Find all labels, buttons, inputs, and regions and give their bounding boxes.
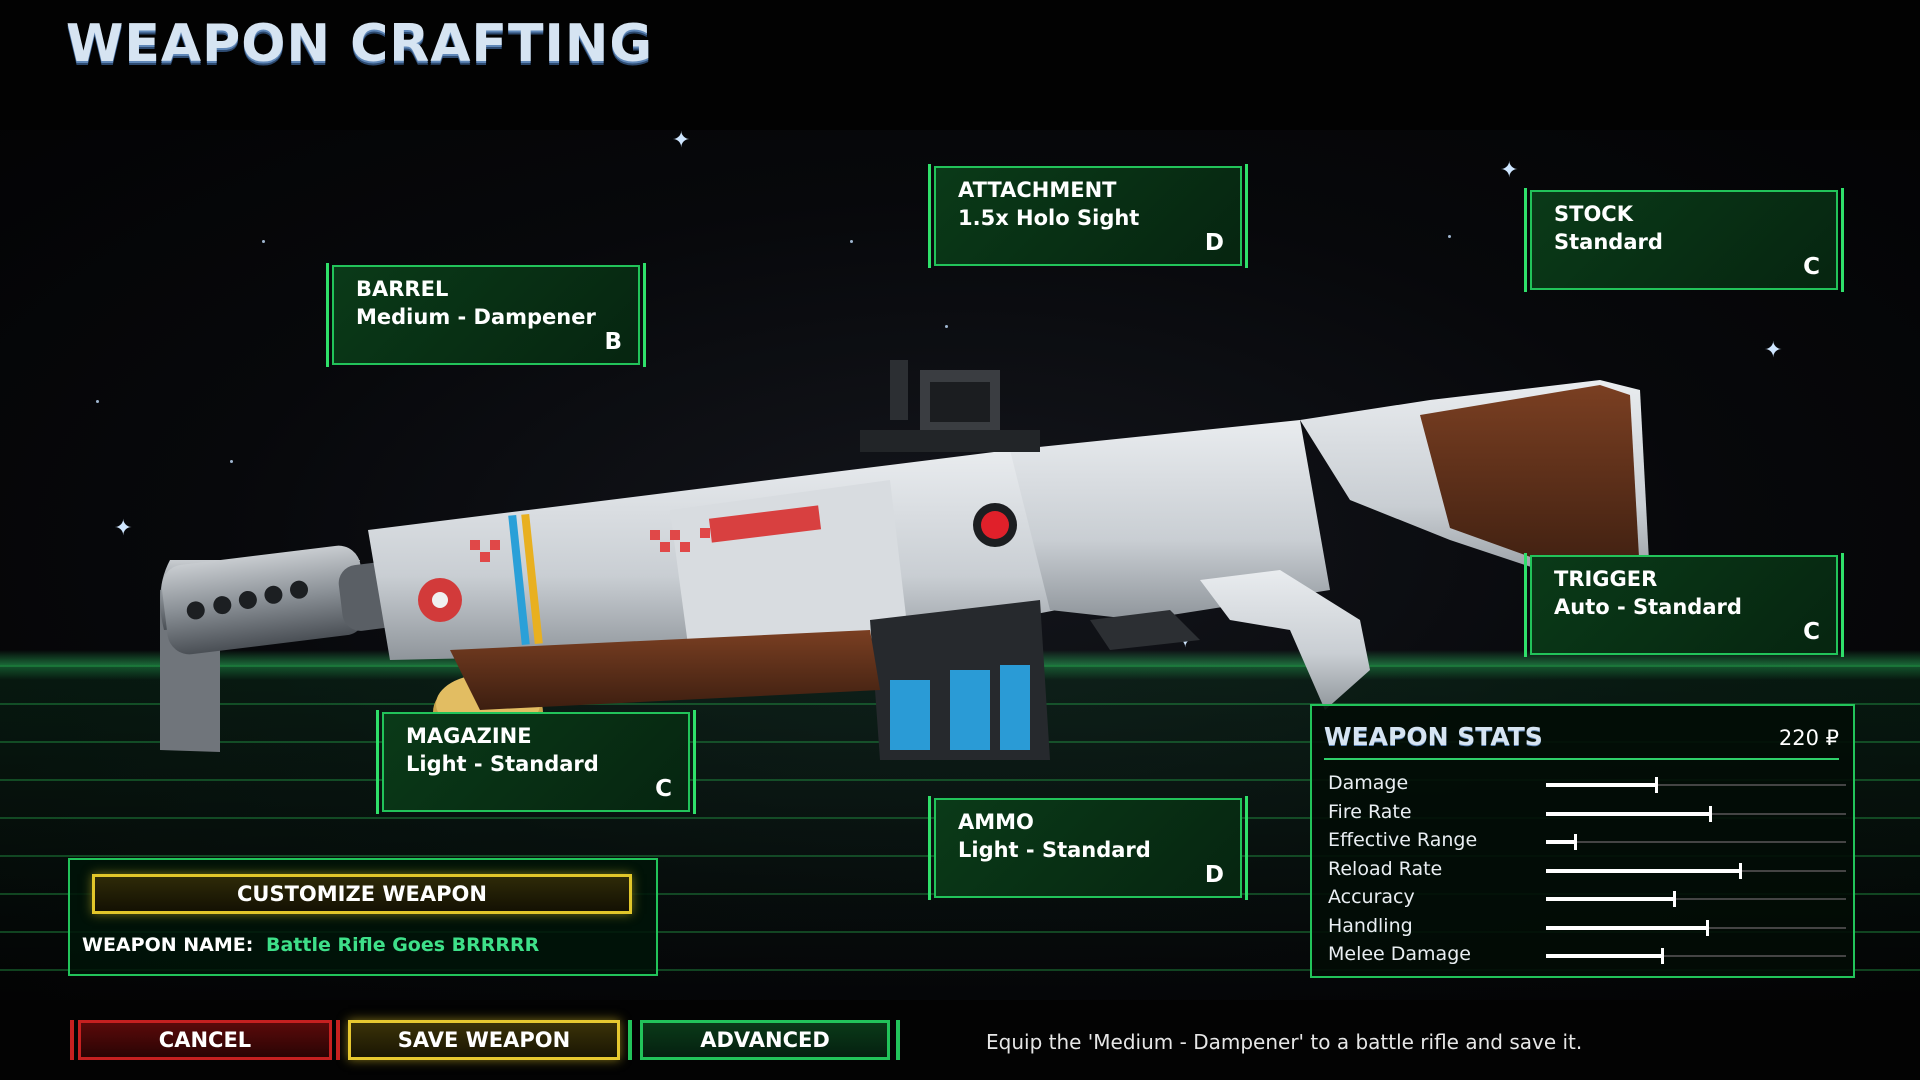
star-dot	[850, 240, 853, 243]
part-barrel[interactable]: BARREL Medium - Dampener B	[326, 263, 646, 367]
part-value: Light - Standard	[958, 838, 1151, 862]
stat-bar-track	[1546, 834, 1846, 850]
save-weapon-button[interactable]: SAVE WEAPON	[348, 1020, 620, 1060]
weapon-name-label: WEAPON NAME:	[82, 934, 254, 956]
star-dot	[1448, 235, 1451, 238]
customize-panel: CUSTOMIZE WEAPON WEAPON NAME: Battle Rif…	[68, 858, 658, 976]
stats-cost: 220 ₽	[1778, 726, 1839, 750]
objective-hint: Equip the 'Medium - Dampener' to a battl…	[986, 1030, 1583, 1054]
stat-label: Melee Damage	[1328, 943, 1471, 965]
part-type-label: ATTACHMENT	[958, 178, 1117, 202]
customize-weapon-button[interactable]: CUSTOMIZE WEAPON	[92, 874, 632, 914]
part-ammo[interactable]: AMMO Light - Standard D	[928, 796, 1248, 900]
stats-title: WEAPON STATS	[1324, 722, 1543, 751]
stat-row: Handling	[1324, 914, 1846, 941]
stat-bar-track	[1546, 777, 1846, 793]
divider	[336, 1020, 340, 1060]
stat-label: Fire Rate	[1328, 800, 1412, 823]
sparkle-icon: ✦	[1764, 338, 1783, 363]
part-attachment[interactable]: ATTACHMENT 1.5x Holo Sight D	[928, 164, 1248, 268]
divider	[628, 1020, 632, 1060]
cancel-button[interactable]: CANCEL	[78, 1020, 332, 1060]
stat-label: Accuracy	[1328, 886, 1415, 908]
stat-bar-marker	[1709, 805, 1712, 822]
stat-row: Reload Rate	[1324, 857, 1846, 884]
part-type-label: AMMO	[958, 810, 1034, 834]
star-dot	[230, 460, 233, 463]
part-grade: C	[1803, 619, 1820, 645]
stat-bar-fill	[1546, 925, 1708, 930]
star-dot	[945, 325, 948, 328]
top-bar: WEAPON CRAFTING	[0, 0, 1920, 130]
stat-label: Effective Range	[1328, 829, 1478, 851]
part-value: Light - Standard	[406, 752, 599, 776]
advanced-button[interactable]: ADVANCED	[640, 1020, 890, 1060]
page-title: WEAPON CRAFTING	[66, 14, 654, 74]
part-trigger[interactable]: TRIGGER Auto - Standard C	[1524, 553, 1844, 657]
part-magazine[interactable]: MAGAZINE Light - Standard C	[376, 710, 696, 814]
part-stock[interactable]: STOCK Standard C	[1524, 188, 1844, 292]
stat-bar-fill	[1546, 868, 1741, 873]
stat-row: Accuracy	[1324, 886, 1846, 912]
part-value: Medium - Dampener	[356, 305, 596, 329]
stat-row: Damage	[1324, 772, 1846, 798]
stat-bar-fill	[1546, 811, 1711, 816]
part-value: Standard	[1554, 230, 1663, 254]
part-type-label: STOCK	[1554, 202, 1633, 226]
stat-bar-track	[1546, 948, 1846, 964]
stat-bar-marker	[1739, 862, 1742, 879]
stat-bar-marker	[1655, 777, 1658, 793]
part-type-label: TRIGGER	[1554, 567, 1658, 591]
stat-row: Melee Damage	[1324, 943, 1846, 969]
part-grade: C	[655, 776, 672, 802]
stat-bar-marker	[1673, 891, 1676, 907]
star-dot	[262, 240, 265, 243]
stat-bar-marker	[1661, 948, 1664, 964]
part-grade: B	[604, 329, 622, 355]
part-type-label: MAGAZINE	[406, 724, 532, 748]
stat-bar-fill	[1546, 954, 1663, 958]
stats-divider	[1324, 758, 1839, 760]
stat-bar-marker	[1706, 919, 1709, 936]
part-type-label: BARREL	[356, 277, 449, 301]
stat-bar-fill	[1546, 783, 1657, 787]
stat-bar-track	[1546, 805, 1846, 822]
weapon-name-value[interactable]: Battle Rifle Goes BRRRRR	[266, 934, 540, 956]
stat-label: Reload Rate	[1328, 857, 1443, 880]
divider	[70, 1020, 74, 1060]
stat-label: Damage	[1328, 772, 1409, 794]
divider	[896, 1020, 900, 1060]
part-grade: D	[1204, 230, 1224, 256]
sparkle-icon: ✦	[114, 516, 133, 541]
stat-bar-track	[1546, 891, 1846, 907]
part-grade: C	[1803, 254, 1820, 280]
star-dot	[96, 400, 99, 403]
stat-bar-track	[1546, 919, 1846, 936]
sparkle-icon: ✦	[672, 130, 691, 153]
stat-bar-fill	[1546, 897, 1675, 901]
stat-row: Fire Rate	[1324, 800, 1846, 827]
stat-row: Effective Range	[1324, 829, 1846, 855]
sparkle-icon: ✦	[1500, 158, 1519, 183]
stat-bar-marker	[1574, 834, 1577, 850]
stat-bar-fill	[1546, 840, 1576, 844]
part-value: Auto - Standard	[1554, 595, 1742, 619]
part-value: 1.5x Holo Sight	[958, 206, 1140, 230]
stat-bar-track	[1546, 862, 1846, 879]
part-grade: D	[1204, 862, 1224, 888]
stat-label: Handling	[1328, 914, 1413, 937]
